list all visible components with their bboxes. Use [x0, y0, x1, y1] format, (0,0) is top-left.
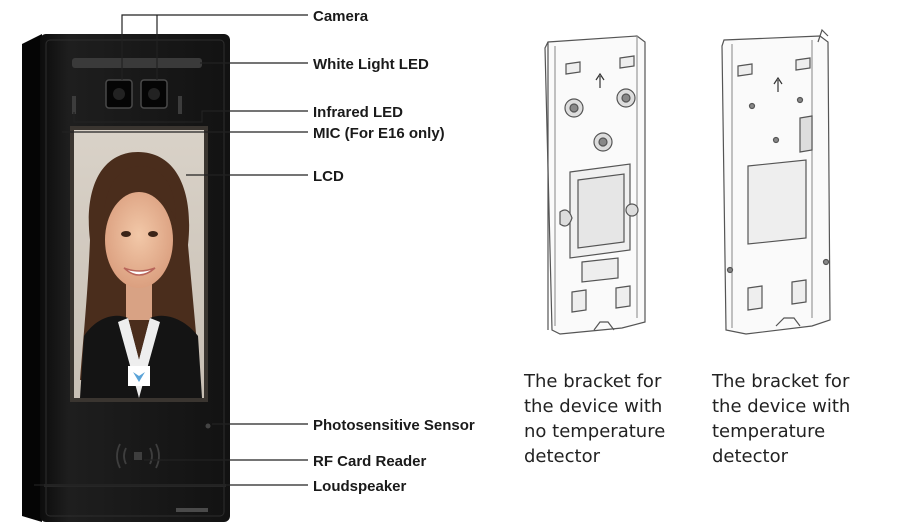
label-loudspeaker: Loudspeaker — [313, 478, 407, 495]
caption-line: The bracket for — [523, 371, 662, 392]
caption-bracket-no-temperature: The bracket for the device with no tempe… — [523, 371, 665, 467]
caption-line: no temperature — [524, 421, 665, 442]
caption-line: the device with — [524, 396, 662, 417]
caption-line: The bracket for — [711, 371, 850, 392]
caption-line: detector — [712, 446, 789, 467]
camera-right-lens — [148, 88, 160, 100]
lcd-screen — [70, 126, 208, 402]
label-lcd: LCD — [313, 168, 344, 185]
infrared-led-right — [178, 96, 182, 114]
label-mic: MIC (For E16 only) — [313, 125, 445, 142]
brand-logo — [176, 508, 208, 512]
bracket-temperature — [721, 28, 831, 335]
caption-line: the device with — [712, 396, 850, 417]
photosensitive-sensor — [205, 423, 211, 429]
caption-line: temperature — [712, 421, 825, 442]
caption-line: detector — [524, 446, 601, 467]
callout-lines — [34, 14, 308, 486]
infrared-led-leader — [73, 110, 308, 123]
infrared-led-left — [72, 96, 76, 114]
bracket-no-temperature — [544, 35, 646, 335]
caption-bracket-temperature: The bracket for the device with temperat… — [711, 371, 850, 467]
label-camera: Camera — [313, 8, 369, 25]
rf-card-reader — [116, 443, 160, 469]
face — [105, 192, 173, 288]
callout-labels: Camera White Light LED Infrared LED MIC … — [313, 8, 475, 495]
label-white-light-led: White Light LED — [313, 56, 429, 73]
device-side — [22, 34, 42, 522]
device-bezel — [45, 39, 225, 517]
white-light-led-strip — [72, 58, 202, 68]
camera-leader — [121, 14, 308, 80]
camera-left-lens — [113, 88, 125, 100]
label-infrared-led: Infrared LED — [313, 104, 403, 121]
label-photosensitive-sensor: Photosensitive Sensor — [313, 417, 475, 434]
label-rf-card-reader: RF Card Reader — [313, 453, 427, 470]
access-control-device — [22, 34, 230, 522]
